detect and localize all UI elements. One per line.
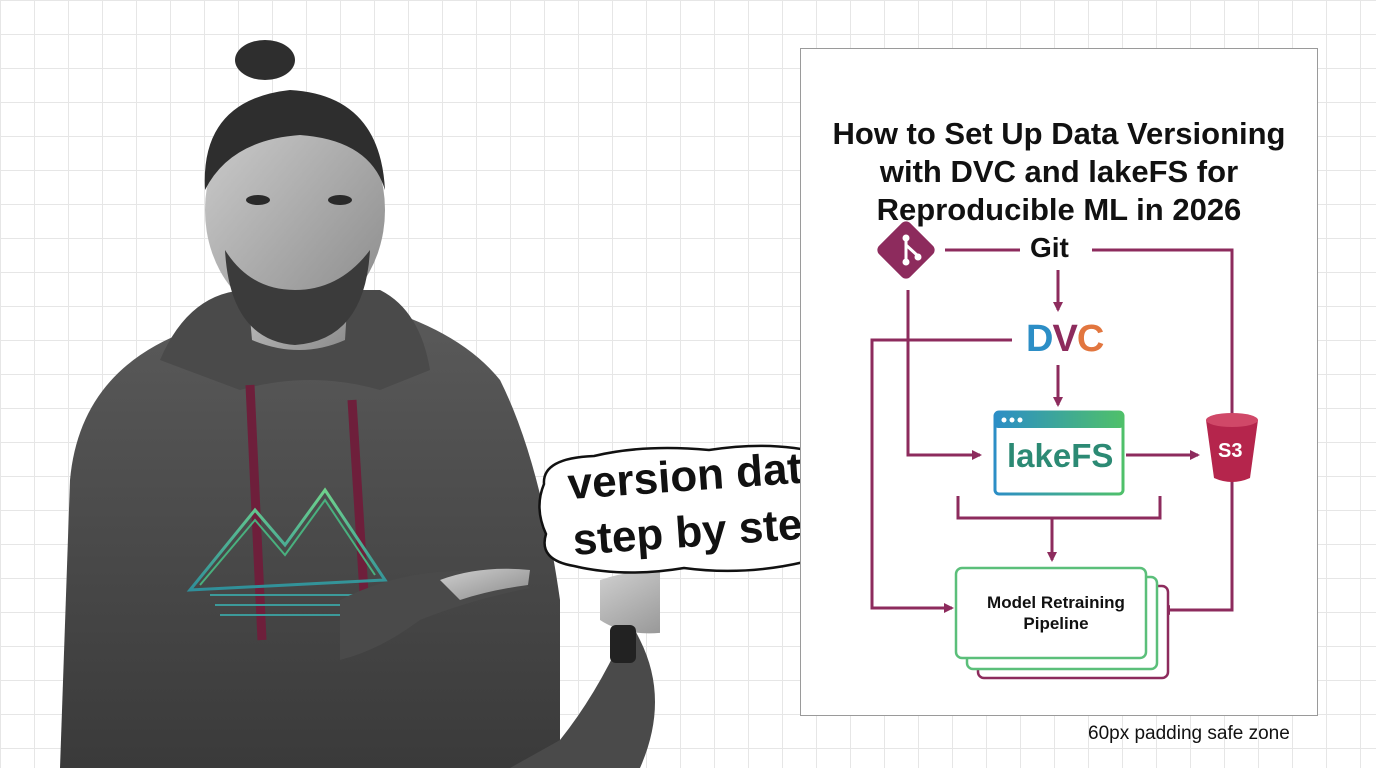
- lakefs-label: lakeFS: [1007, 437, 1114, 474]
- dvc-letter-d: D: [1026, 318, 1053, 360]
- git-label: Git: [1030, 232, 1069, 263]
- footnote: 60px padding safe zone: [1088, 723, 1290, 744]
- dvc-letter-c: C: [1076, 318, 1104, 360]
- dvc-logo: DVC: [1026, 318, 1104, 361]
- card-title: How to Set Up Data Versioning with DVC a…: [832, 116, 1286, 227]
- dvc-letter-v: V: [1052, 318, 1077, 360]
- s3-label: S3: [1218, 440, 1243, 462]
- card-title-wrap: How to Set Up Data Versioning with DVC a…: [801, 115, 1317, 229]
- pipeline-label: Model Retraining Pipeline: [987, 593, 1125, 633]
- presenter-photo: [60, 40, 660, 768]
